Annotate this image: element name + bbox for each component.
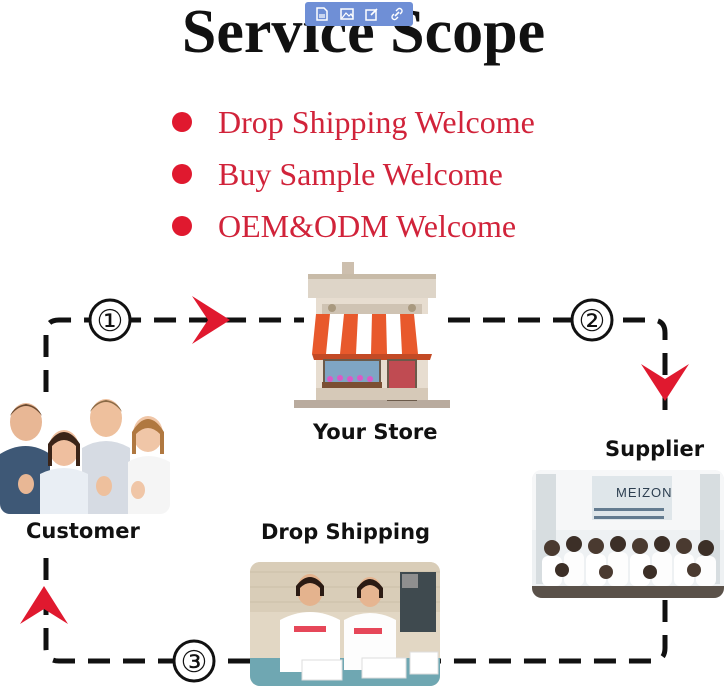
bullet-dot-icon — [172, 216, 192, 236]
bullet-item: Buy Sample Welcome — [172, 148, 535, 200]
step-number: ① — [97, 305, 124, 338]
supplier-photo: MEIZON — [532, 470, 724, 598]
supplier-sign: MEIZON — [616, 485, 673, 500]
flow-path — [448, 317, 668, 420]
arrow-up-icon — [20, 586, 68, 624]
image-icon[interactable] — [337, 4, 357, 24]
flow-path — [43, 552, 250, 664]
step-number: ③ — [181, 646, 208, 679]
bullet-dot-icon — [172, 164, 192, 184]
bullet-dot-icon — [172, 112, 192, 132]
bullet-item: Drop Shipping Welcome — [172, 96, 535, 148]
step-marker: ③ — [172, 639, 216, 683]
customer-label: Customer — [26, 519, 140, 543]
drop-shipping-photo — [250, 562, 440, 686]
file-icon[interactable] — [312, 4, 332, 24]
bullet-text: Buy Sample Welcome — [218, 155, 503, 192]
bullet-text: Drop Shipping Welcome — [218, 103, 535, 140]
editor-toolbar — [305, 2, 413, 26]
step-marker: ① — [88, 298, 132, 342]
arrow-right-icon — [192, 296, 230, 344]
step-number: ② — [579, 305, 606, 338]
store-label: Your Store — [313, 420, 438, 444]
bullet-text: OEM&ODM Welcome — [218, 207, 517, 244]
flow-path — [440, 600, 668, 664]
supplier-label: Supplier — [605, 437, 705, 461]
flow-path — [43, 317, 304, 392]
arrow-down-icon — [641, 364, 689, 401]
step-marker: ② — [570, 298, 614, 342]
bullet-item: OEM&ODM Welcome — [172, 200, 535, 252]
link-icon[interactable] — [387, 4, 407, 24]
drop-shipping-label: Drop Shipping — [261, 520, 431, 544]
customer-photo — [0, 392, 170, 514]
edit-icon[interactable] — [362, 4, 382, 24]
store-icon — [294, 262, 450, 408]
bullet-list: Drop Shipping Welcome Buy Sample Welcome… — [172, 96, 535, 252]
